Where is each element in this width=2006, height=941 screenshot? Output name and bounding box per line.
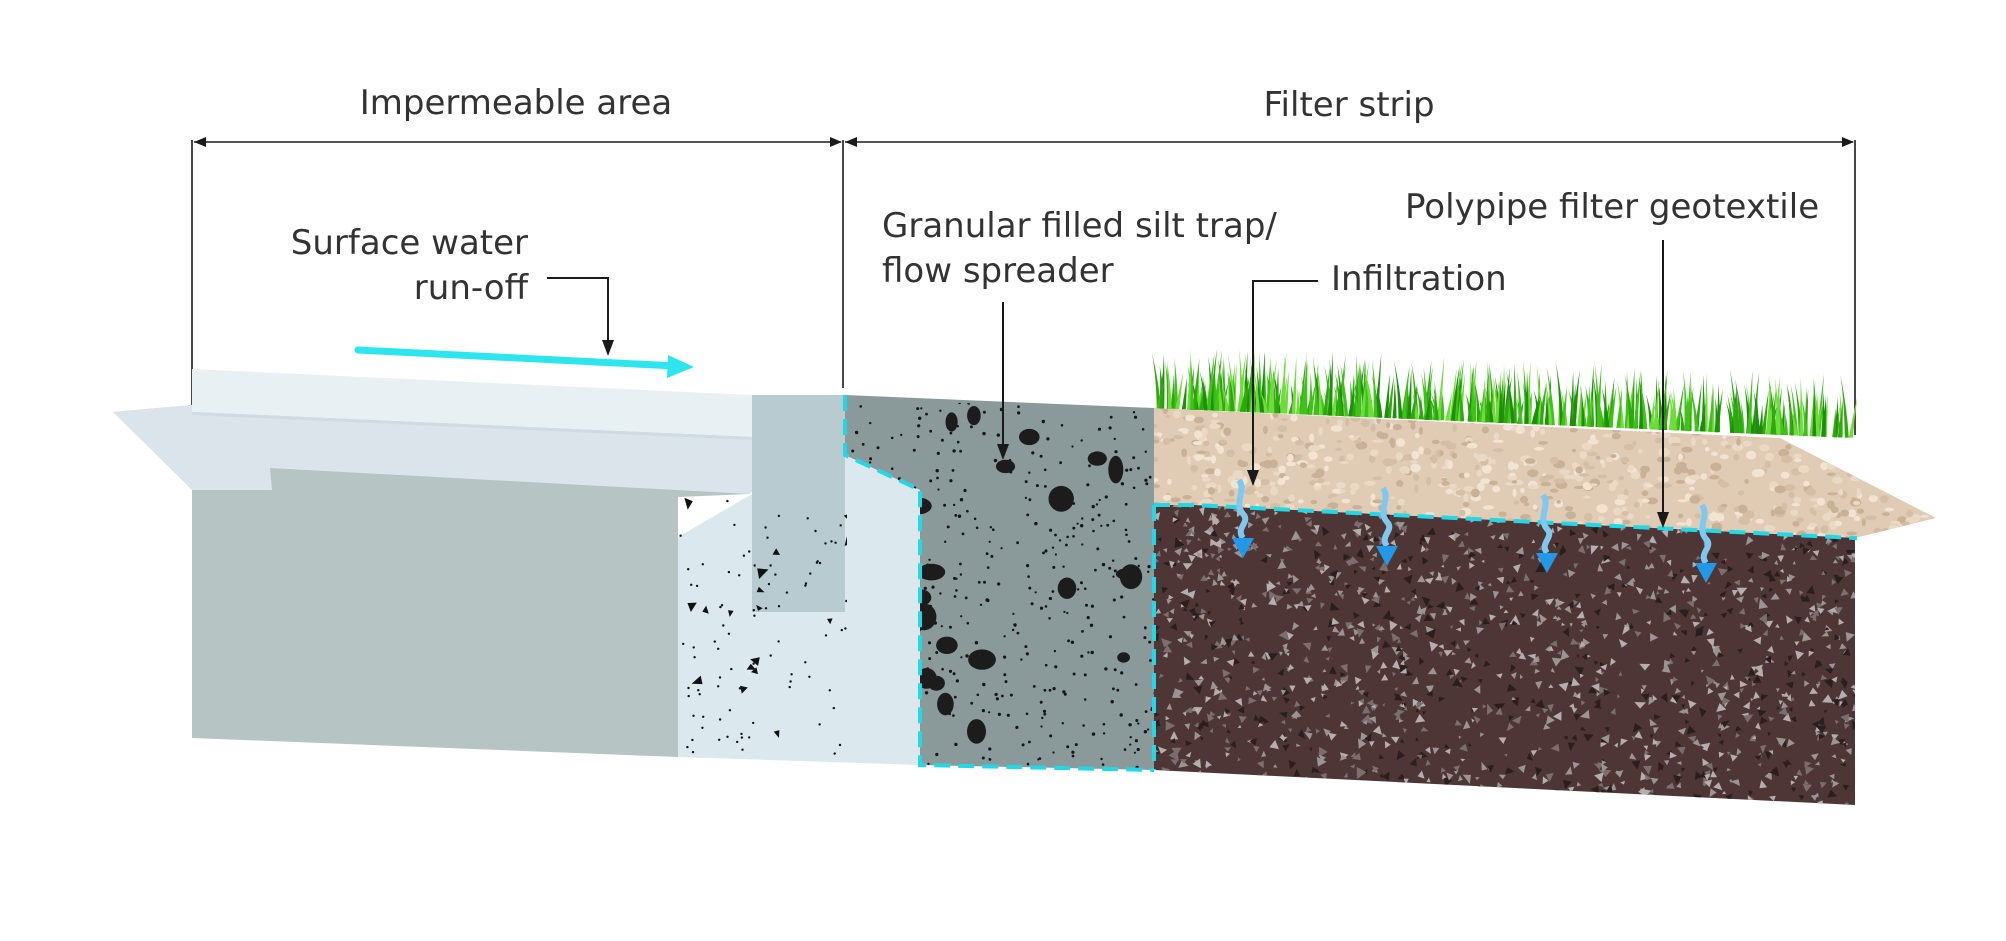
geotextile-line xyxy=(1154,503,1857,540)
filter-strip-label: Filter strip xyxy=(1263,85,1434,125)
impermeable-area-label: Impermeable area xyxy=(360,83,672,123)
geotextile-callout: Polypipe filter geotextile xyxy=(1405,187,1819,528)
infiltration-arrows xyxy=(1232,478,1717,583)
infiltration-arrow-icon xyxy=(1695,503,1717,583)
runoff-arrow-icon xyxy=(354,346,694,378)
surface-water-label-line2: run-off xyxy=(414,268,530,308)
subsoil-layer xyxy=(1154,505,1855,805)
infiltration-arrow-icon xyxy=(1536,493,1558,573)
concrete-bedding xyxy=(678,395,920,765)
surface-water-label-line1: Surface water xyxy=(291,223,528,263)
kerb xyxy=(752,395,845,612)
impermeable-pavement xyxy=(113,369,752,757)
infiltration-callout: Infiltration xyxy=(1247,259,1507,486)
infiltration-arrow-icon xyxy=(1376,486,1398,566)
infiltration-label: Infiltration xyxy=(1331,259,1507,299)
silt-trap-label-line1: Granular filled silt trap/ xyxy=(882,206,1277,246)
geotextile-label: Polypipe filter geotextile xyxy=(1405,187,1819,227)
dimension-impermeable-area xyxy=(191,137,844,405)
infiltration-arrow-icon xyxy=(1232,478,1254,558)
silt-trap-callout: Granular filled silt trap/ flow spreader xyxy=(882,206,1277,460)
concrete-aggregate xyxy=(679,497,847,755)
silt-trap-label-line2: flow spreader xyxy=(882,251,1114,291)
dimension-filter-strip xyxy=(845,137,1856,435)
surface-water-callout: Surface water run-off xyxy=(291,223,614,356)
